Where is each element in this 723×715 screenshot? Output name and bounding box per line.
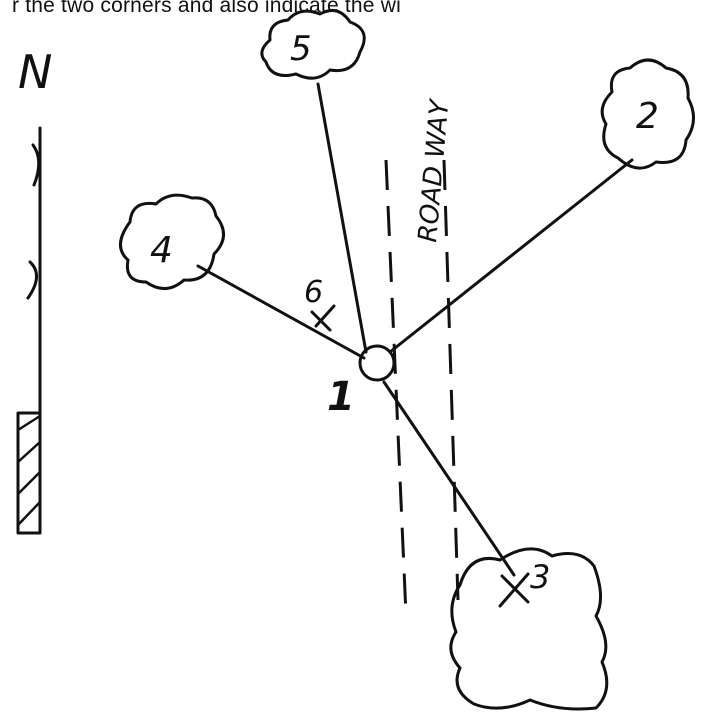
line-to-4 bbox=[196, 264, 366, 360]
tree-5-outline bbox=[260, 8, 366, 80]
tree-4-outline bbox=[119, 193, 225, 290]
line-to-3 bbox=[382, 380, 516, 577]
station-1-circle bbox=[358, 344, 396, 382]
north-break-top bbox=[31, 143, 41, 187]
tree-2-outline bbox=[600, 58, 695, 170]
label-2: 2 bbox=[636, 96, 659, 137]
tree-4: 4 bbox=[119, 193, 225, 290]
label-6: 6 bbox=[304, 275, 323, 310]
scale-hatch bbox=[16, 414, 42, 527]
north-label: N bbox=[18, 45, 52, 99]
bearing-lines bbox=[196, 82, 634, 577]
tree-5: 5 bbox=[260, 8, 366, 80]
label-4: 4 bbox=[150, 230, 173, 271]
marker-3-cross bbox=[498, 572, 530, 608]
roadway-left-edge bbox=[384, 159, 408, 616]
label-5: 5 bbox=[290, 29, 312, 69]
roadway-label: ROAD WAY bbox=[413, 97, 456, 244]
area-3-outline bbox=[449, 547, 609, 711]
marker-6-cross bbox=[310, 304, 336, 332]
roadway: ROAD WAY bbox=[384, 97, 460, 616]
area-3: 3 bbox=[449, 547, 609, 711]
label-3: 3 bbox=[530, 558, 550, 596]
tree-2: 2 bbox=[600, 58, 695, 170]
roadway-right-edge bbox=[442, 159, 460, 601]
north-arrow: N bbox=[16, 45, 52, 535]
line-to-5 bbox=[316, 82, 368, 354]
line-to-2 bbox=[388, 158, 634, 354]
north-break-bottom bbox=[26, 260, 38, 300]
label-1: 1 bbox=[327, 374, 355, 420]
